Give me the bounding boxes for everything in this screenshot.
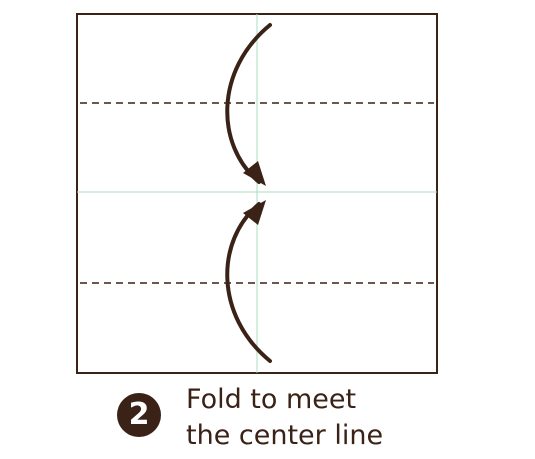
top-arrowhead-icon bbox=[243, 161, 266, 186]
step-number-badge: 2 bbox=[117, 393, 161, 437]
bottom-arrowhead-icon bbox=[243, 200, 266, 225]
step-instruction: Fold to meet the center line bbox=[186, 382, 486, 454]
instruction-line-2: the center line bbox=[186, 420, 384, 451]
top-fold-arrow bbox=[225, 23, 272, 184]
step-number: 2 bbox=[128, 397, 150, 432]
bottom-fold-arrow bbox=[225, 202, 272, 363]
instruction-line-1: Fold to meet bbox=[186, 384, 357, 415]
